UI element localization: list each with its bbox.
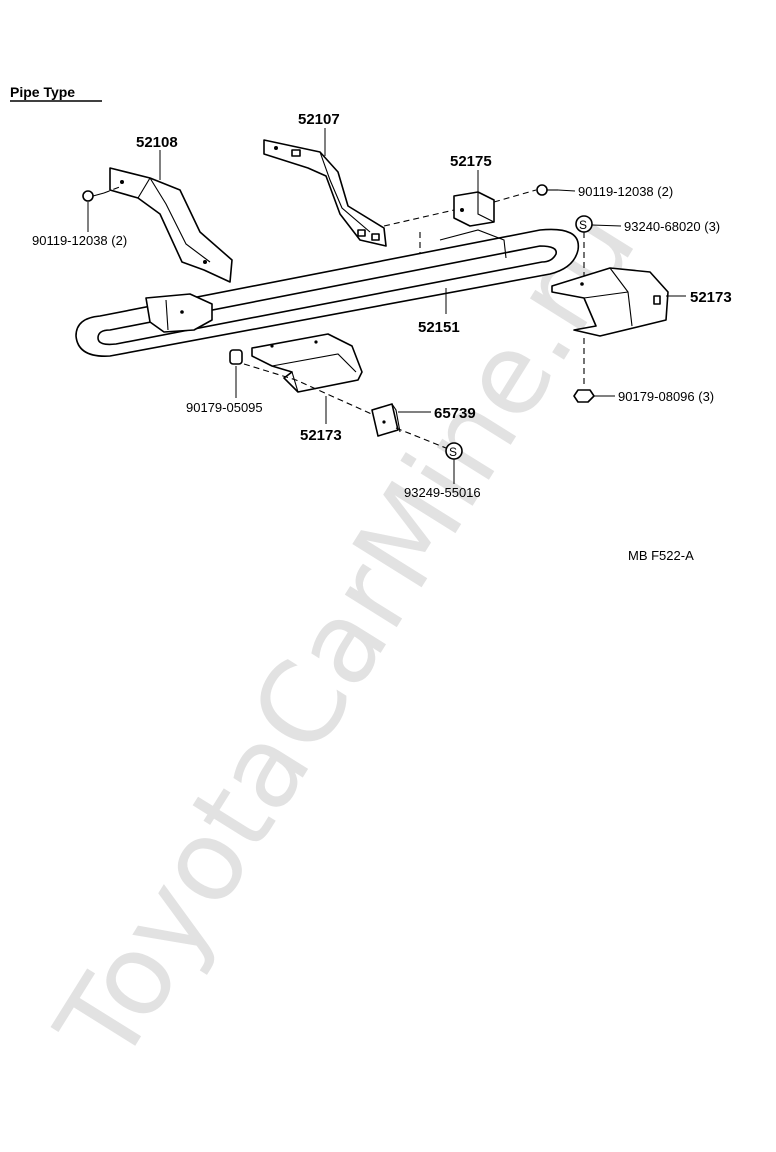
washer-s-icon: S (445, 442, 463, 460)
label-52151: 52151 (418, 319, 460, 336)
label-bolt-top-right: 90119-12038 (2) (578, 184, 673, 199)
label-washer-s-top: 93240-68020 (3) (624, 219, 720, 234)
label-52173-left: 52173 (300, 427, 342, 444)
dashed-line-52175-left (383, 209, 455, 227)
bracket-52108 (109, 167, 233, 283)
dashed-line-65739-washer (395, 427, 447, 449)
label-bolt-left: 90119-12038 (2) (32, 233, 127, 248)
diagram-title: Pipe Type (10, 84, 75, 100)
clip-65739 (371, 403, 401, 437)
label-52175: 52175 (450, 153, 492, 170)
bracket-52173-left (251, 333, 363, 393)
dashed-line-nut-left (243, 363, 377, 417)
leader-bolt-top-right (557, 189, 576, 192)
bracket-52107 (263, 139, 387, 247)
dashed-line-52175-right (493, 189, 537, 203)
bracket-52173-right (551, 267, 669, 337)
bolt-icon (82, 190, 105, 202)
s-marker-bottom: S (449, 445, 457, 459)
label-52173-right: 52173 (690, 289, 732, 306)
label-nut-right: 90179-08096 (3) (618, 389, 714, 404)
nut-icon (229, 349, 243, 365)
label-washer-s-bottom: 93249-55016 (404, 485, 481, 500)
label-52107: 52107 (298, 111, 340, 128)
s-marker-top: S (579, 218, 587, 232)
dashed-line-bolt-left (103, 185, 123, 194)
bolt-icon (536, 184, 558, 196)
label-nut-left: 90179-05095 (186, 400, 263, 415)
nut-icon (573, 389, 595, 403)
leader-washer-s-top (591, 224, 622, 227)
figure-code: MB F522-A (628, 548, 694, 563)
pipe-mount-left (145, 293, 213, 333)
label-65739: 65739 (434, 405, 476, 422)
bracket-52175 (453, 191, 495, 227)
label-52108: 52108 (136, 134, 178, 151)
washer-s-icon: S (575, 215, 593, 233)
